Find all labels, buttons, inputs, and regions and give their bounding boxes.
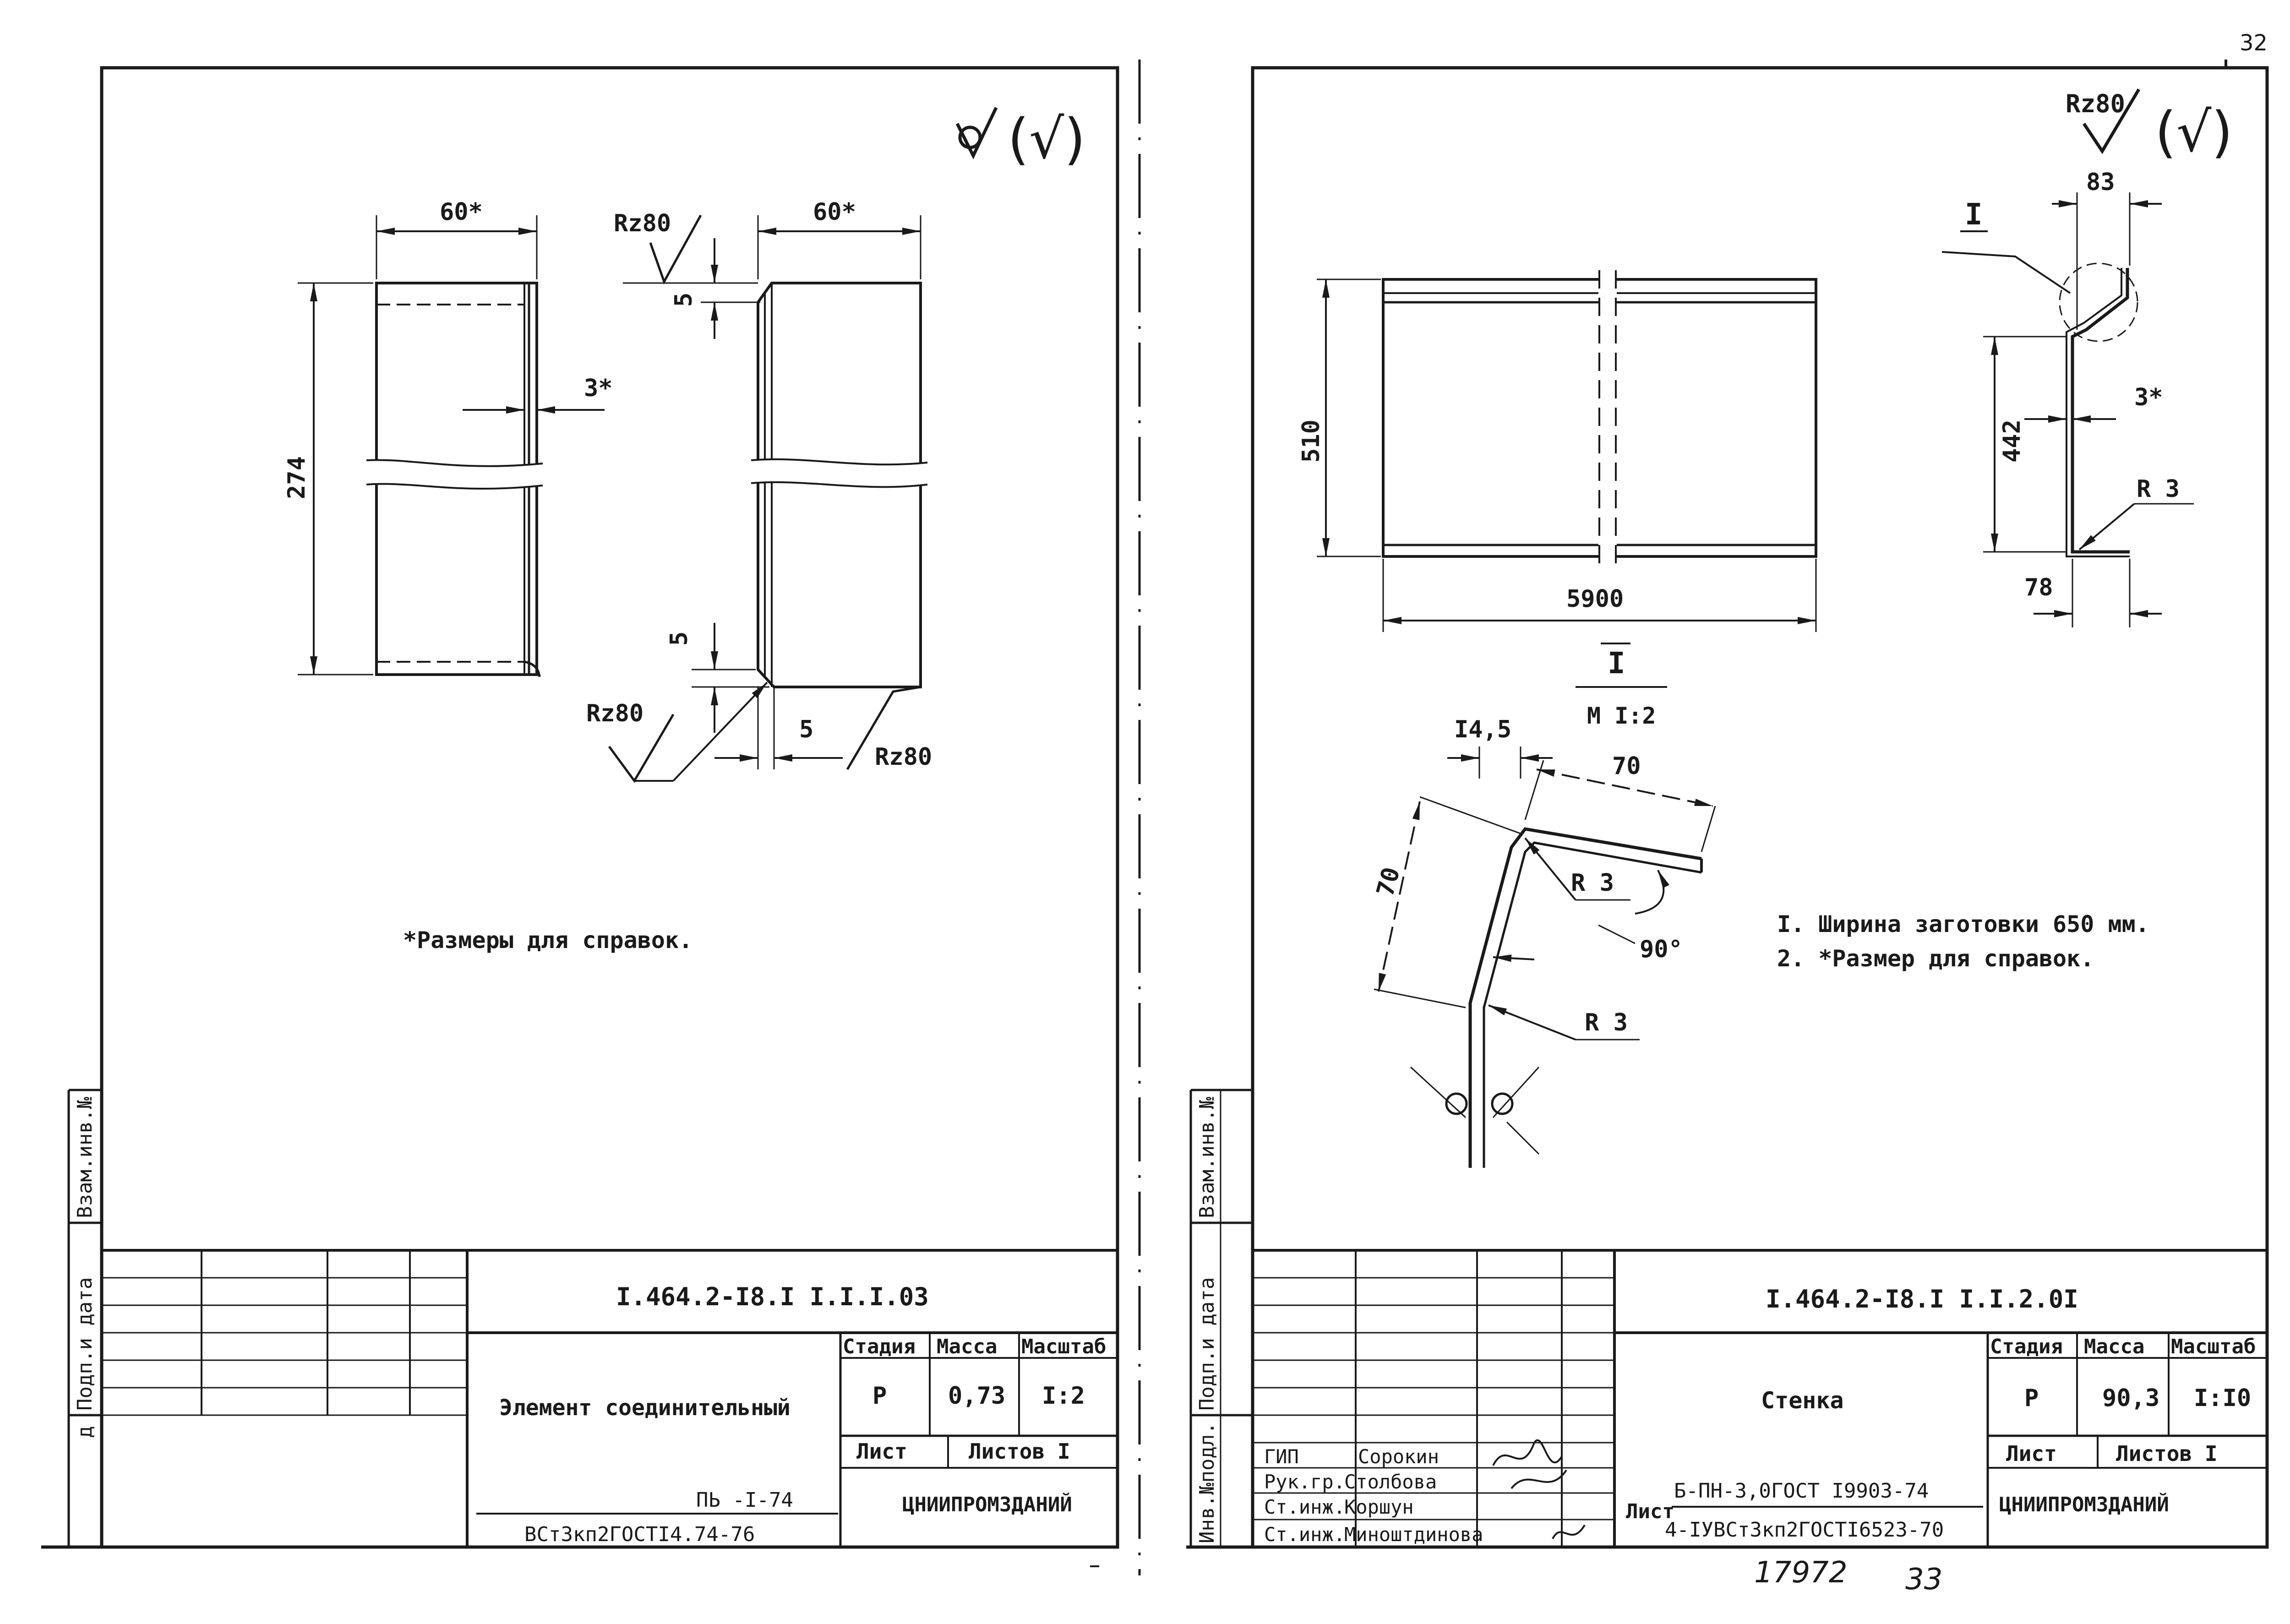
right-detail-title: I	[1608, 647, 1625, 681]
right-dim-thickness: 3*	[2134, 384, 2163, 411]
right-stamp-podp: Подп.и дата	[1195, 1277, 1219, 1411]
left-mass: 0,73	[948, 1382, 1005, 1410]
right-dim-83: 83	[2086, 169, 2115, 196]
right-scale-header: Масштаб	[2171, 1335, 2256, 1358]
left-scale: I:2	[1042, 1382, 1085, 1410]
sig-name-3: Коршун	[1344, 1496, 1414, 1518]
right-dim-14-5: I4,5	[1454, 716, 1511, 743]
right-sheet: Взам.инв.№ Подп.и дата Инв.№подл. Rz80 (…	[1186, 66, 2269, 1597]
left-note: *Размеры для справок.	[403, 927, 692, 954]
right-sheets-label: Листов I	[2116, 1441, 2218, 1466]
right-mass: 90,3	[2102, 1384, 2159, 1412]
handwritten-number-1: 17972	[1754, 1556, 1848, 1590]
page-number: 32	[2240, 30, 2268, 56]
sig-role-1: ГИП	[1264, 1445, 1299, 1468]
right-note-2: 2. *Размер для справок.	[1777, 945, 2094, 972]
right-section-mark: I	[1965, 198, 1983, 232]
right-view-panel: 510 5900	[1298, 270, 1817, 632]
right-side-stamp: Взам.инв.№ Подп.и дата Инв.№подл.	[1189, 1089, 1253, 1547]
right-roughness-symbol: Rz80 (√)	[2066, 88, 2233, 164]
left-dim-thickness: 3*	[584, 375, 613, 402]
right-stage-header: Стадия	[1990, 1335, 2063, 1358]
handwritten-number-2: 33	[1905, 1563, 1942, 1597]
sig-role-2: Рук.гр.	[1264, 1471, 1345, 1493]
left-stamp-inv: д	[73, 1426, 97, 1439]
right-dim-78: 78	[2024, 574, 2053, 601]
right-material-prefix: Лист	[1626, 1500, 1674, 1523]
right-dim-height: 510	[1298, 420, 1325, 463]
left-roughness-text: (√)	[1008, 108, 1085, 171]
sig-name-2: Столбова	[1344, 1471, 1437, 1493]
left-stage-header: Стадия	[843, 1335, 916, 1358]
right-angle: 90°	[1640, 936, 1683, 963]
right-scale: I:I0	[2194, 1384, 2251, 1412]
right-org: ЦНИИПРОМЗДАНИЙ	[1999, 1492, 2169, 1516]
left-sheet-label: Лист	[856, 1439, 907, 1464]
left-org: ЦНИИПРОМЗДАНИЙ	[902, 1492, 1072, 1516]
right-dim-length: 5900	[1566, 585, 1624, 613]
sig-name-4: Миноштдинова	[1344, 1523, 1483, 1546]
right-stamp-vzam: Взам.инв.№	[1195, 1097, 1219, 1218]
right-radius-1: R 3	[2137, 475, 2180, 503]
sig-name-1: Сорокин	[1358, 1445, 1439, 1468]
right-dim-70-a: 70	[1612, 752, 1641, 780]
right-view-section: I 83 442 3* R 3	[1941, 169, 2194, 627]
left-dim-width-2: 60*	[813, 198, 856, 226]
left-side-stamp: Взам.инв.№ Подп.и дата д	[67, 1089, 102, 1547]
left-sheets-label: Листов I	[969, 1439, 1070, 1464]
left-material-2: ВСт3кп2ГОСТI4.74-76	[524, 1523, 755, 1546]
right-rz-top: Rz80	[2066, 89, 2125, 118]
left-view-front: 60* 274 3*	[283, 198, 613, 677]
right-detail-scale: М I:2	[1587, 703, 1656, 729]
left-dim-height: 274	[283, 456, 311, 499]
right-note-1: I. Ширина заготовки 650 мм.	[1777, 911, 2149, 937]
left-dim-width-1: 60*	[440, 198, 483, 226]
left-rz-bottom-right: Rz80	[875, 743, 932, 771]
right-doc-code: I.464.2-I8.I I.I.2.0I	[1766, 1285, 2078, 1313]
left-rz-top: Rz80	[614, 210, 671, 237]
right-material-1: Б-ПН-3,0ГОСТ I9903-74	[1674, 1479, 1929, 1503]
right-stamp-inv: Инв.№подл.	[1195, 1422, 1219, 1543]
left-material-1: ПЬ -I-74	[696, 1488, 793, 1512]
left-dim-chamfer-h: 5	[799, 716, 813, 743]
left-mass-header: Масса	[937, 1335, 997, 1358]
sig-role-4: Ст.инж.	[1264, 1523, 1345, 1546]
left-roughness-symbol: (√)	[955, 107, 1085, 171]
left-view-side: 60* Rz80 5 5 5 Rz80	[586, 198, 932, 783]
right-detail-r3-a: R 3	[1571, 869, 1614, 897]
left-stamp-vzam: Взам.инв.№	[73, 1097, 97, 1218]
left-dim-chamfer-top: 5	[670, 293, 698, 307]
right-detail-r3-b: R 3	[1585, 1009, 1628, 1036]
left-stage: Р	[872, 1382, 887, 1410]
left-doc-code: I.464.2-I8.I I.I.I.03	[616, 1282, 929, 1311]
left-scale-header: Масштаб	[1021, 1335, 1106, 1358]
right-mass-header: Масса	[2084, 1335, 2144, 1358]
right-material-2: 4-IУВСт3кп2ГОСТI6523-70	[1665, 1518, 1944, 1542]
right-detail-view: I М I:2 I4,5 70	[1372, 643, 1716, 1168]
left-dim-chamfer-bottom: 5	[665, 632, 693, 646]
left-sheet: Взам.инв.№ Подп.и дата д (√) 60*	[41, 66, 1119, 1567]
left-title-block: I.464.2-I8.I I.I.I.03 Элемент соединител…	[102, 1249, 1118, 1547]
right-title-block: I.464.2-I8.I I.I.2.0I Стенка Стадия Масс…	[1253, 1249, 2267, 1547]
left-rz-bottom-left: Rz80	[586, 700, 643, 727]
sig-role-3: Ст.инж.	[1264, 1496, 1345, 1518]
right-stage: Р	[2024, 1384, 2039, 1412]
right-sheet-label: Лист	[2006, 1441, 2057, 1466]
right-dim-442: 442	[1998, 420, 2026, 463]
right-roughness-text: (√)	[2155, 101, 2233, 164]
left-stamp-podp: Подп.и дата	[73, 1277, 97, 1411]
right-doc-name: Стенка	[1761, 1387, 1844, 1414]
left-doc-name: Элемент соединительный	[499, 1395, 791, 1421]
signature-scribble	[1492, 1439, 1586, 1539]
